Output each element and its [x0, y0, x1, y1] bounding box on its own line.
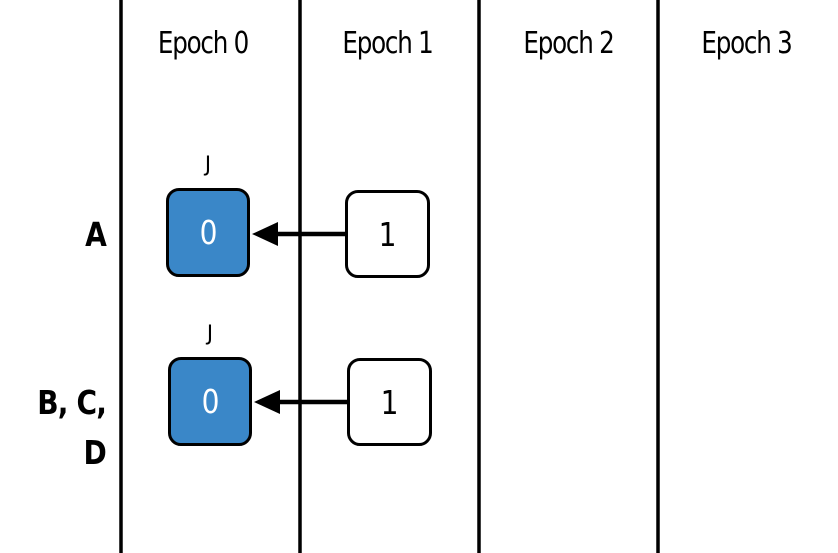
- block-value: 0: [199, 213, 217, 252]
- row-label-bcd: B, C, D: [37, 383, 107, 472]
- block-row-a-epoch-0: 0: [166, 188, 250, 277]
- parent-link-arrowhead-row-a: [252, 222, 278, 246]
- epoch-header-3: Epoch 3: [701, 26, 792, 61]
- row-label-a: A: [85, 215, 107, 254]
- epoch-header-1: Epoch 1: [342, 26, 433, 61]
- block-value: 1: [378, 214, 397, 254]
- block-value: 1: [380, 382, 399, 422]
- block-row-bcd-epoch-0: 0: [168, 357, 252, 446]
- epoch-header-0: Epoch 0: [157, 26, 249, 61]
- justified-marker-row-bcd: J: [206, 321, 214, 345]
- block-row-a-epoch-1: 1: [345, 190, 430, 278]
- block-value: 0: [201, 382, 219, 421]
- epoch-header-2: Epoch 2: [523, 26, 614, 61]
- block-row-bcd-epoch-1: 1: [347, 358, 432, 446]
- parent-link-arrowhead-row-bcd: [254, 390, 280, 414]
- justified-marker-row-a: J: [204, 152, 212, 176]
